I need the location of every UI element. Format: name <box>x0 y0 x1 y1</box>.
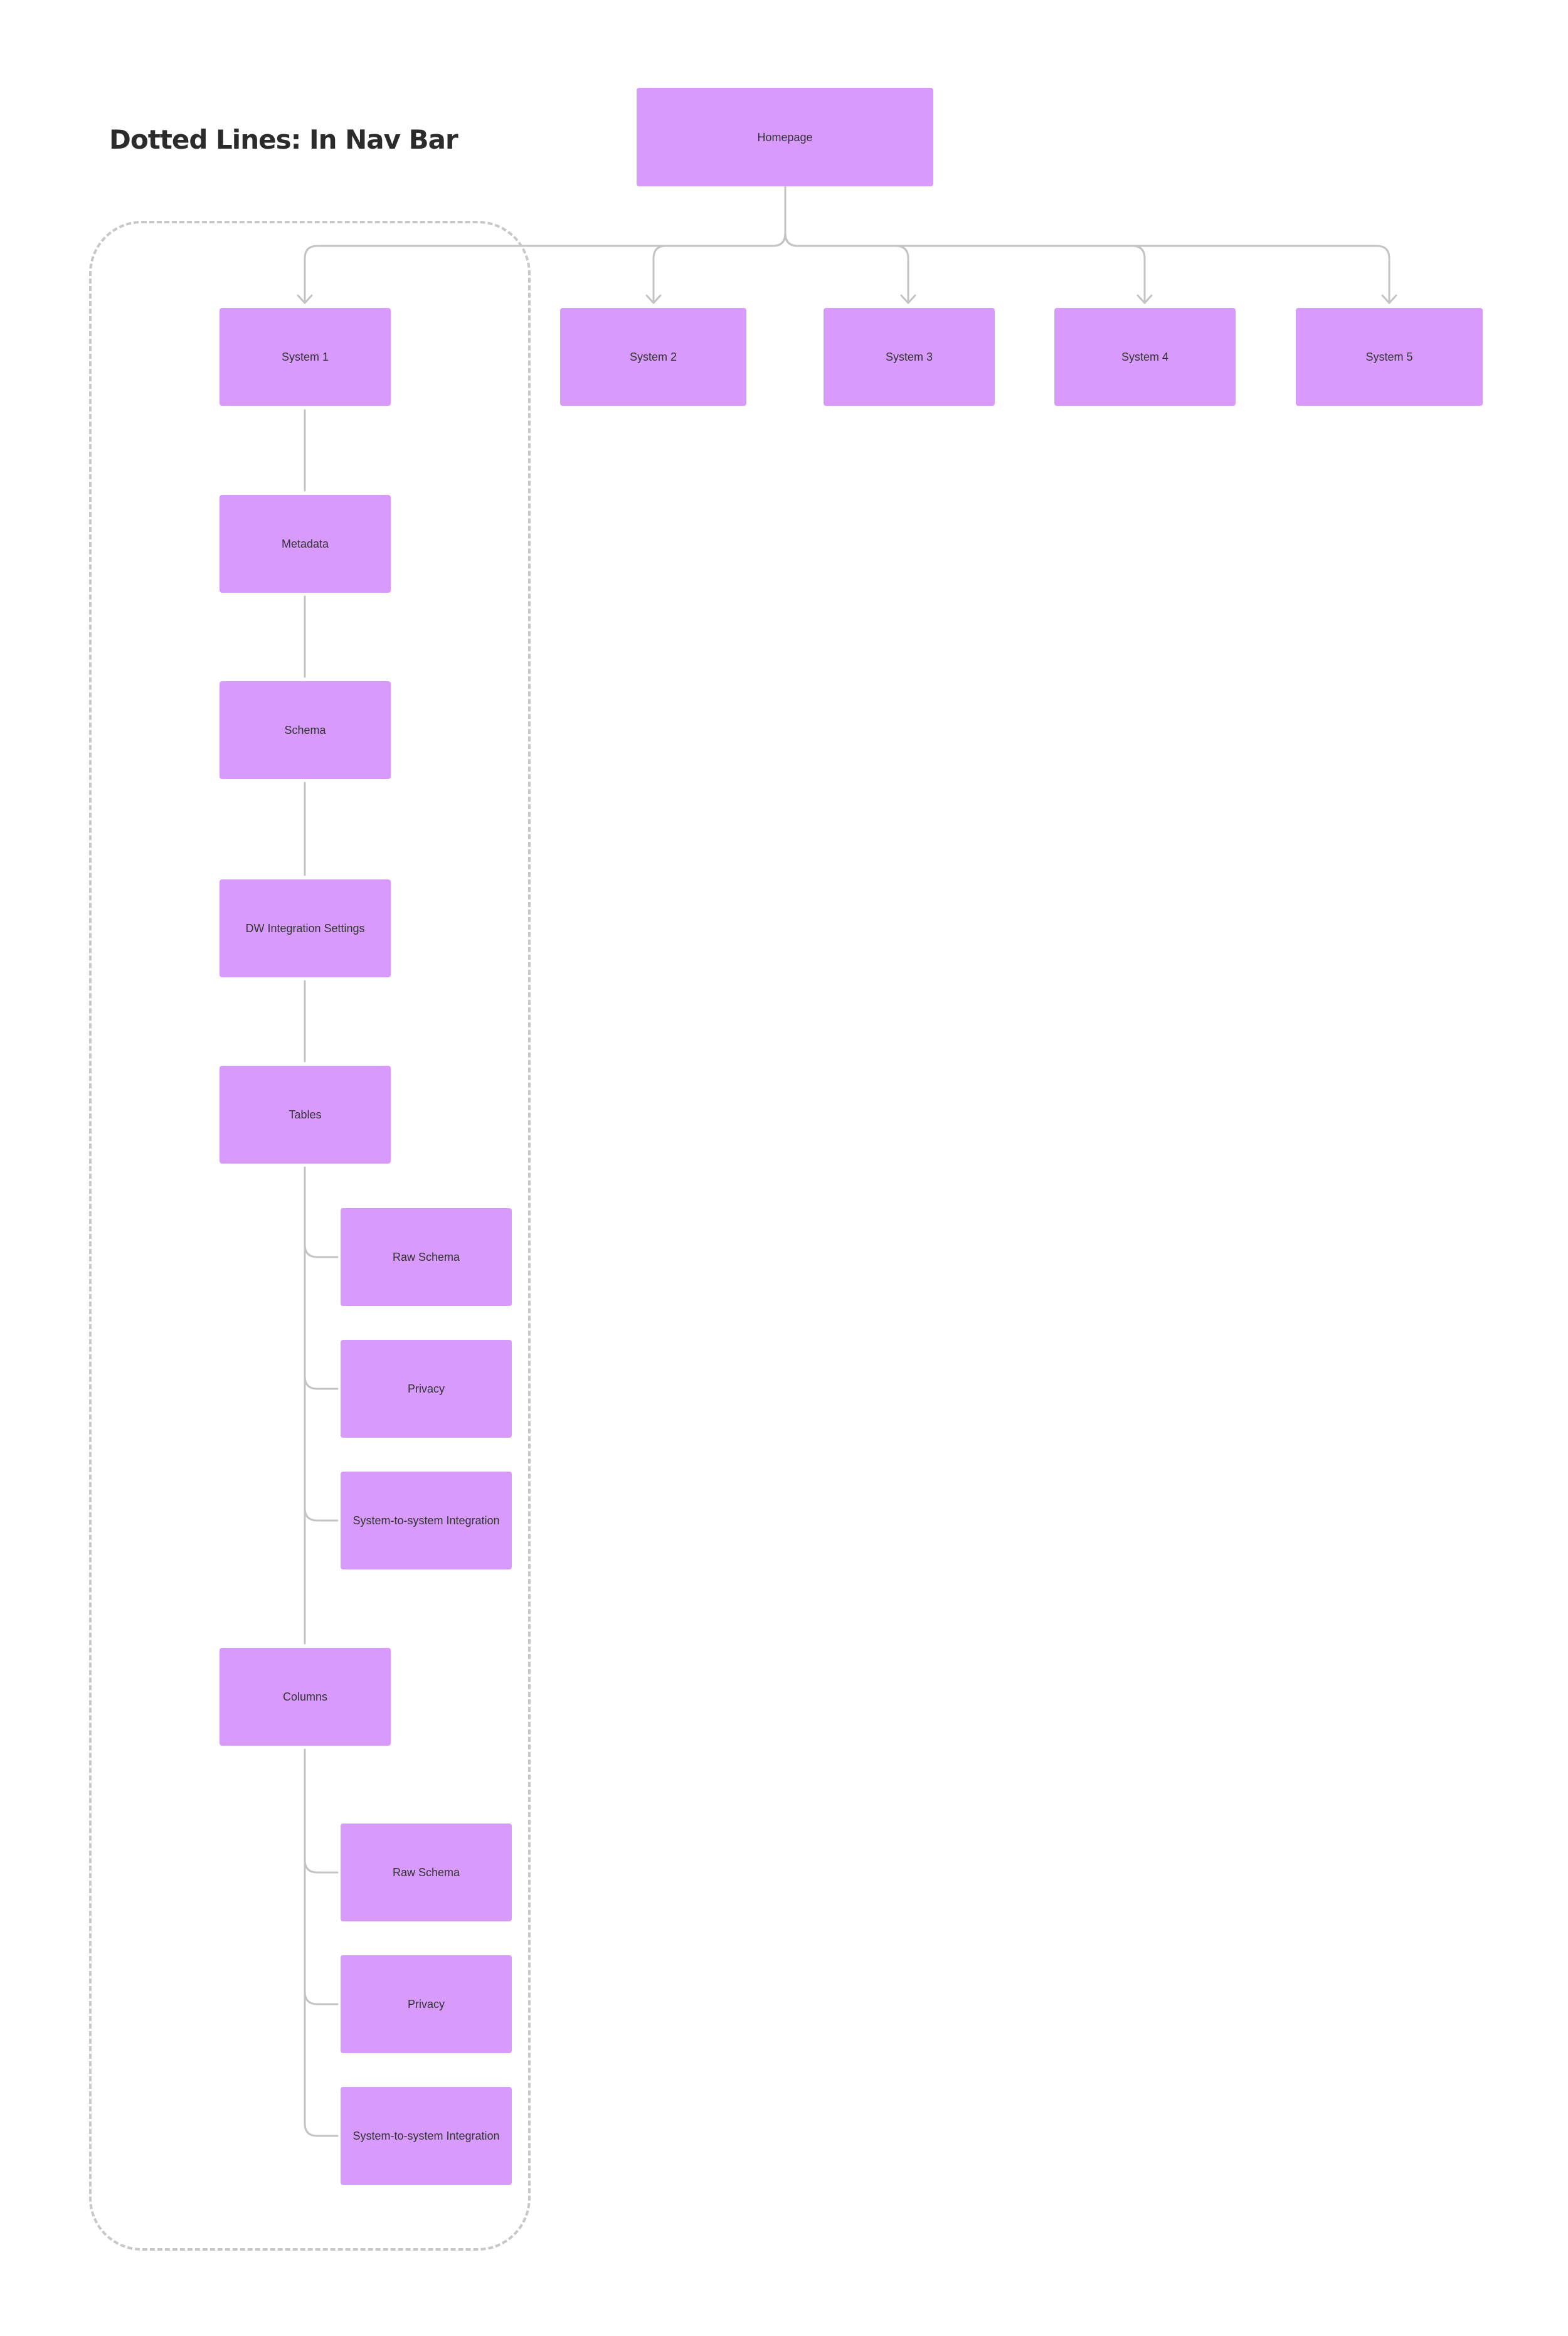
node-label: System 1 <box>281 351 329 363</box>
connector-tables-to-raw-schema <box>304 1243 339 1258</box>
connector-homepage-to-system-5 <box>784 232 1391 304</box>
node-label: Raw Schema <box>392 1866 460 1879</box>
connector-columns-to-raw-schema <box>304 1859 339 1874</box>
node-system-4[interactable]: System 4 <box>1054 308 1236 406</box>
node-label: Raw Schema <box>392 1251 460 1263</box>
node-columns-system-to-system-integration[interactable]: System-to-system Integration <box>341 2087 512 2185</box>
node-columns-raw-schema[interactable]: Raw Schema <box>341 1824 512 1921</box>
arrowhead-system-3 <box>900 294 916 304</box>
node-system-1[interactable]: System 1 <box>220 308 391 406</box>
arrowhead-system-5 <box>1381 294 1397 304</box>
node-label: System 2 <box>629 351 677 363</box>
node-homepage[interactable]: Homepage <box>637 88 933 186</box>
node-columns-privacy[interactable]: Privacy <box>341 1955 512 2053</box>
connector-columns-to-privacy <box>304 1990 339 2005</box>
connector-homepage-to-system-2 <box>652 232 787 304</box>
connector-tables-to-privacy <box>304 1375 339 1390</box>
nav-bar-dotted-group <box>89 221 531 2251</box>
connector-homepage-to-system-4 <box>784 232 1146 304</box>
node-tables-privacy[interactable]: Privacy <box>341 1340 512 1438</box>
connector-tables-to-system-to-system <box>304 1507 339 1522</box>
arrowhead-system-2 <box>645 294 662 304</box>
connector-homepage-to-system-3 <box>784 232 909 304</box>
node-schema[interactable]: Schema <box>220 681 391 779</box>
node-label: Privacy <box>407 1998 445 2010</box>
node-label: Tables <box>289 1108 322 1121</box>
node-label: Homepage <box>757 130 813 144</box>
node-dw-integration-settings[interactable]: DW Integration Settings <box>220 879 391 977</box>
node-system-5[interactable]: System 5 <box>1296 308 1483 406</box>
arrowhead-system-1 <box>297 294 313 304</box>
node-label: System-to-system Integration <box>352 1514 500 1527</box>
node-label: System 4 <box>1121 351 1169 363</box>
node-label: System-to-system Integration <box>352 2130 500 2142</box>
node-label: System 3 <box>885 351 933 363</box>
node-label: Schema <box>284 724 326 736</box>
node-system-2[interactable]: System 2 <box>560 308 746 406</box>
node-columns[interactable]: Columns <box>220 1648 391 1746</box>
node-label: System 5 <box>1365 351 1413 363</box>
node-label: Privacy <box>407 1383 445 1395</box>
node-tables-system-to-system-integration[interactable]: System-to-system Integration <box>341 1472 512 1569</box>
connector-columns-to-system-to-system <box>304 2122 339 2137</box>
node-tables-raw-schema[interactable]: Raw Schema <box>341 1208 512 1306</box>
node-system-3[interactable]: System 3 <box>824 308 995 406</box>
node-metadata[interactable]: Metadata <box>220 495 391 593</box>
node-label: Metadata <box>281 538 329 550</box>
arrowhead-system-4 <box>1136 294 1153 304</box>
page-title: Dotted Lines: In Nav Bar <box>109 124 458 155</box>
node-label: Columns <box>282 1691 328 1703</box>
node-label: DW Integration Settings <box>245 922 365 935</box>
node-tables[interactable]: Tables <box>220 1066 391 1164</box>
